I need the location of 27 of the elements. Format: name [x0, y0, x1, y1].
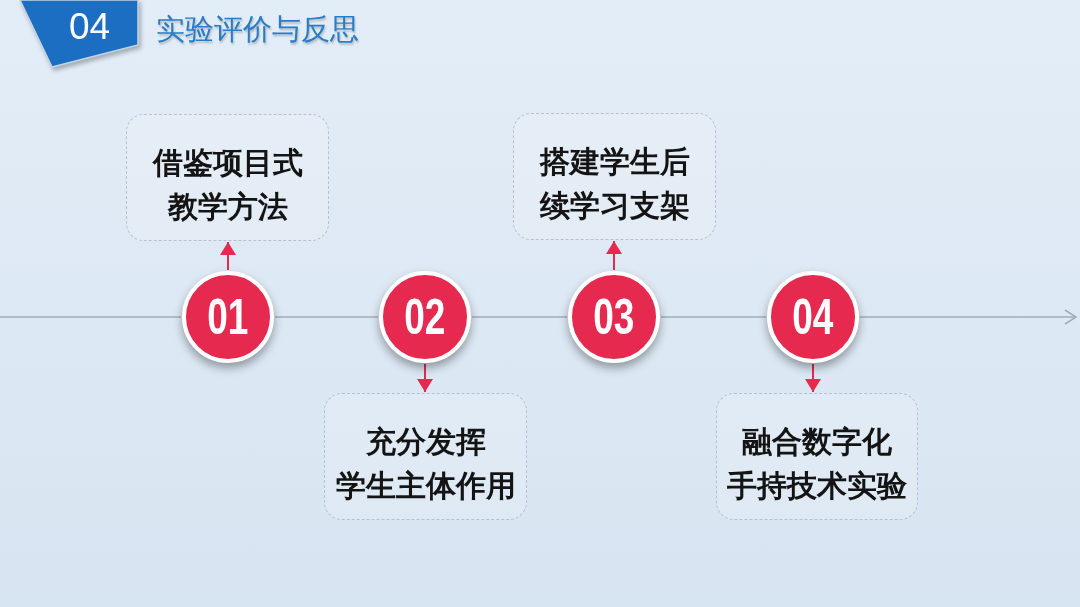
step-number: 04 — [792, 292, 834, 342]
step-circle — [568, 271, 660, 363]
pointer-arrow — [606, 240, 622, 271]
timeline-arrow — [859, 309, 1077, 325]
step-number: 02 — [404, 292, 446, 342]
pointer-arrow — [220, 241, 236, 271]
slide-title: 实验评价与反思 — [156, 11, 359, 47]
timeline-line — [660, 316, 767, 318]
step-number: 03 — [593, 292, 635, 342]
step-description: 融合数字化手持技术实验 — [727, 422, 907, 505]
timeline-line — [471, 316, 568, 318]
pointer-arrow — [417, 363, 433, 393]
step-circle — [379, 271, 471, 363]
pointer-arrow — [805, 363, 821, 393]
dashed-card — [126, 114, 329, 241]
dashed-card — [716, 393, 918, 520]
timeline-line — [0, 316, 182, 318]
timeline-line — [274, 316, 379, 318]
step-description: 充分发挥学生主体作用 — [335, 422, 516, 505]
step-number: 01 — [207, 292, 249, 342]
step-circle — [767, 271, 859, 363]
dashed-card — [324, 393, 527, 520]
dashed-card — [513, 113, 716, 240]
step-circle — [182, 271, 274, 363]
step-description: 借鉴项目式教学方法 — [152, 143, 303, 226]
section-number: 04 — [69, 6, 111, 48]
step-description: 搭建学生后续学习支架 — [539, 142, 690, 225]
